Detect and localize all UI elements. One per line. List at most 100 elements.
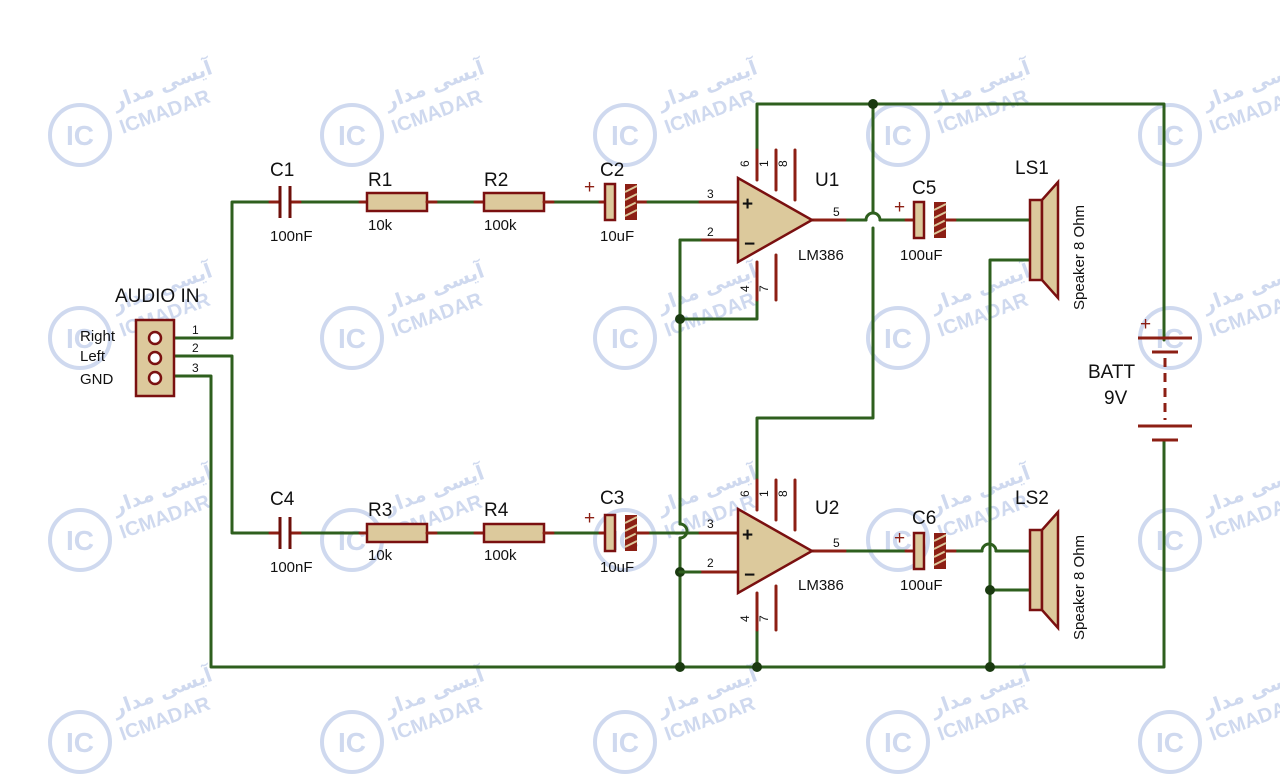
wire-vcc-rail: [755, 102, 1166, 342]
ls2-ref: LS2: [1015, 488, 1049, 509]
u2-pin-4: 4: [738, 615, 752, 622]
svg-text:IC: IC: [1156, 120, 1184, 151]
svg-text:IC: IC: [1156, 525, 1184, 556]
u2-pin-1: 1: [757, 490, 771, 497]
c2-value: 10uF: [600, 228, 634, 245]
svg-text:IC: IC: [338, 525, 366, 556]
u1-pin-7: 7: [757, 285, 771, 292]
connector-pin-num-2: 2: [192, 341, 199, 355]
connector-pin-label-right: Right: [80, 328, 116, 345]
c1-ref: C1: [270, 160, 294, 181]
wire-ls1-return: [988, 258, 1032, 669]
u1-pin-5: 5: [833, 205, 840, 219]
svg-text:IC: IC: [1156, 727, 1184, 758]
svg-text:IC: IC: [66, 120, 94, 151]
resistor-r1: R1 10k: [358, 170, 438, 234]
amplifier-u1: + − 3 2 5 6 1 8 4 7 U1 LM386: [698, 148, 847, 302]
c6-value: 100uF: [900, 577, 943, 594]
ls1-desc: Speaker 8 Ohm: [1071, 205, 1088, 310]
c3-ref: C3: [600, 488, 624, 509]
svg-text:IC: IC: [884, 727, 912, 758]
svg-text:IC: IC: [611, 323, 639, 354]
c6-ref: C6: [912, 508, 936, 529]
u2-pin-2: 2: [707, 556, 714, 570]
wire-gnd-hop: [678, 522, 689, 540]
r4-ref: R4: [484, 500, 509, 521]
c2-polarity: +: [584, 177, 595, 198]
capacitor-c6: + C6 100uF: [894, 508, 957, 594]
c5-value: 100uF: [900, 247, 943, 264]
battery-polarity: +: [1140, 314, 1151, 335]
ls1-ref: LS1: [1015, 158, 1049, 179]
wire-vcc-u2b: [755, 226, 875, 482]
capacitor-c4: C4 100nF: [268, 489, 313, 576]
u1-pin-8: 8: [776, 160, 790, 167]
connector-pin-label-left: Left: [80, 348, 106, 365]
u2-pin-8: 8: [776, 490, 790, 497]
capacitor-c1: C1 100nF: [268, 160, 313, 245]
r1-ref: R1: [368, 170, 392, 191]
wire-gnd-rail: [158, 374, 1166, 669]
amplifier-u2: + − 3 2 5 6 1 8 4 7 U2 LM386: [698, 478, 847, 632]
u2-pin-6: 6: [738, 490, 752, 497]
battery-value: 9V: [1104, 388, 1128, 409]
u1-pin-2: 2: [707, 225, 714, 239]
battery: + BATT 9V: [1088, 314, 1192, 442]
r3-ref: R3: [368, 500, 392, 521]
connector-pin-num-1: 1: [192, 323, 199, 337]
wires: [158, 102, 1166, 669]
r3-value: 10k: [368, 547, 393, 564]
u1-pin-6: 6: [738, 160, 752, 167]
c2-ref: C2: [600, 160, 624, 181]
svg-text:IC: IC: [611, 120, 639, 151]
capacitor-c3: + C3 10uF: [584, 488, 650, 576]
u2-part: LM386: [798, 577, 844, 594]
u2-pin-3: 3: [707, 517, 714, 531]
c5-polarity: +: [894, 197, 905, 218]
resistor-r2: R2 100k: [473, 170, 555, 234]
svg-text:IC: IC: [611, 727, 639, 758]
wire-left-input: [158, 354, 272, 535]
ls2-desc: Speaker 8 Ohm: [1071, 535, 1088, 640]
c3-polarity: +: [584, 508, 595, 529]
c3-value: 10uF: [600, 559, 634, 576]
connector-pin-num-3: 3: [192, 361, 199, 375]
svg-text:IC: IC: [338, 727, 366, 758]
u1-ref: U1: [815, 170, 839, 191]
svg-text:IC: IC: [66, 323, 94, 354]
r4-value: 100k: [484, 547, 517, 564]
u1-part: LM386: [798, 247, 844, 264]
battery-ref: BATT: [1088, 362, 1136, 383]
svg-text:IC: IC: [884, 120, 912, 151]
speaker-ls2: LS2 Speaker 8 Ohm: [1015, 488, 1088, 640]
u2-pin-7: 7: [757, 615, 771, 622]
u2-plus: +: [742, 525, 753, 546]
audio-in-connector: AUDIO IN Right Left GND 1 2 3: [80, 286, 199, 398]
r2-ref: R2: [484, 170, 508, 191]
u1-plus: +: [742, 194, 753, 215]
u2-ref: U2: [815, 498, 839, 519]
u1-pin-4: 4: [738, 285, 752, 292]
c6-polarity: +: [894, 528, 905, 549]
svg-text:IC: IC: [884, 323, 912, 354]
capacitor-c2: + C2 10uF: [584, 160, 650, 245]
svg-text:IC: IC: [338, 120, 366, 151]
u1-pin-1: 1: [757, 160, 771, 167]
